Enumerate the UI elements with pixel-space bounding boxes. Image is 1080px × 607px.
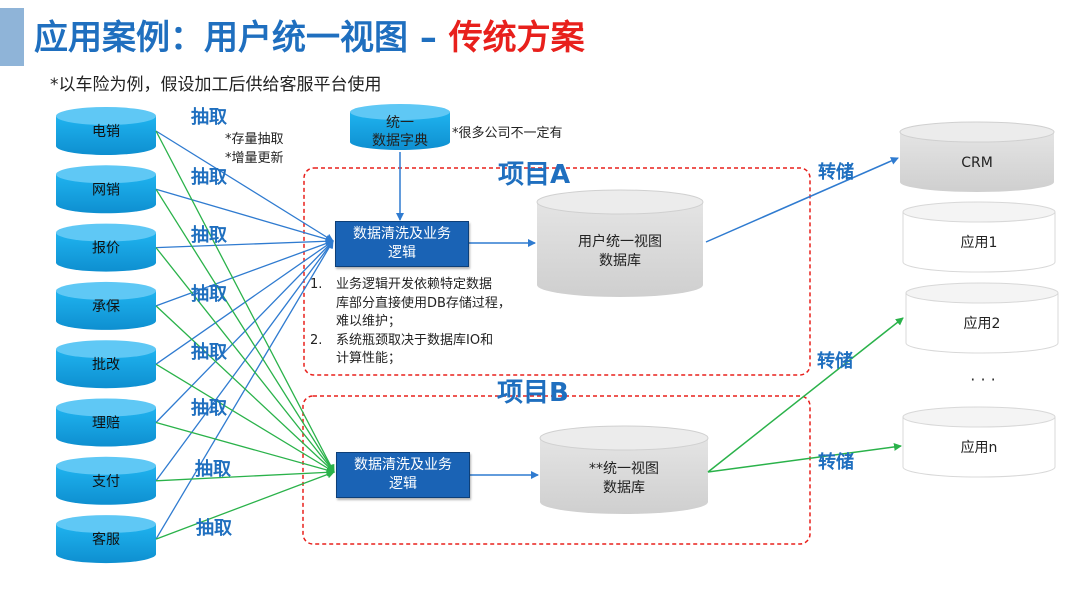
process-box-a: 数据清洗及业务 逻辑: [335, 221, 469, 267]
transfer-arrow-crm: [705, 157, 899, 243]
issue-item-1: 1. 业务逻辑开发依赖特定数据 库部分直接使用DB存储过程， 难以维护；: [310, 276, 511, 332]
issue-text: 业务逻辑开发依赖特定数据 库部分直接使用DB存储过程， 难以维护；: [336, 277, 511, 329]
ellipsis: · · ·: [970, 370, 995, 389]
target-app2-label: 应用2: [964, 315, 1001, 332]
project-b-frame: [302, 395, 811, 545]
extract-edge-a: [155, 240, 334, 482]
process-box-b: 数据清洗及业务 逻辑: [336, 452, 470, 498]
target-app1-cylinder: 应用1: [902, 201, 1056, 273]
extract-edge-b: [155, 470, 335, 540]
dictionary-note: *很多公司不一定有: [452, 126, 563, 141]
source-cylinder: 报价: [56, 223, 156, 272]
issue-item-2: 2. 系统瓶颈取决于数据库IO和 计算性能；: [310, 332, 511, 369]
dictionary-label-line2: 数据字典: [372, 133, 428, 149]
transfer-label-crm: 转储: [818, 162, 854, 183]
extract-edge-a: [155, 240, 334, 423]
target-appn-label: 应用n: [961, 439, 998, 456]
extract-edge-a: [155, 188, 334, 243]
extract-edge-b: [155, 421, 335, 474]
extract-note-increment: *增量更新: [225, 151, 284, 166]
source-label: 支付: [92, 474, 120, 490]
target-app1-label: 应用1: [961, 234, 998, 251]
page-title: 应用案例：用户统一视图 – 传统方案: [34, 10, 585, 59]
target-appn-cylinder: 应用n: [902, 406, 1056, 478]
extract-edge-b: [155, 188, 335, 473]
extract-edge-b: [155, 247, 335, 473]
db-a-label-line2: 数据库: [599, 253, 641, 269]
source-cylinder: 电销: [56, 107, 156, 155]
unified-view-database-b: **统一视图 数据库: [539, 425, 709, 514]
transfer-arrow-app2: [707, 317, 904, 473]
extract-label-6: 抽取: [191, 398, 227, 419]
extract-label-5: 抽取: [191, 342, 227, 363]
source-cylinder: 理赔: [56, 398, 156, 447]
source-cylinder: 网销: [56, 165, 156, 214]
source-label: 批改: [92, 357, 120, 373]
source-label: 网销: [92, 182, 120, 198]
data-dictionary-cylinder: 统一 数据字典: [350, 104, 450, 150]
unified-view-database-a: 用户统一视图 数据库: [536, 189, 704, 297]
extract-label-3: 抽取: [191, 225, 227, 246]
transfer-label-app2: 转储: [817, 351, 853, 372]
subtitle: *以车险为例，假设加工后供给客服平台使用: [50, 75, 382, 95]
target-crm-cylinder: CRM: [899, 121, 1055, 192]
extract-label-8: 抽取: [196, 518, 232, 539]
title-accent: 传统方案: [448, 18, 585, 58]
project-a-issues: 1. 业务逻辑开发依赖特定数据 库部分直接使用DB存储过程， 难以维护； 2. …: [310, 276, 511, 369]
source-cylinder: 支付: [56, 456, 156, 505]
extract-note-stock: *存量抽取: [225, 132, 284, 147]
extract-edge-a: [155, 239, 334, 307]
extract-edge-a: [155, 237, 334, 249]
transfer-arrow-appn: [707, 442, 902, 473]
transfer-label-appn: 转储: [818, 452, 854, 473]
extract-edge-b: [155, 363, 335, 473]
source-label: 客服: [92, 531, 120, 548]
extract-label-4: 抽取: [191, 284, 227, 305]
db-a-label-line1: 用户统一视图: [578, 233, 662, 250]
target-crm-label: CRM: [961, 155, 993, 171]
project-a-label: 项目A: [498, 160, 571, 190]
extract-edge-a: [155, 130, 334, 242]
db-b-label-line1: **统一视图: [589, 461, 659, 477]
source-cylinder: 承保: [56, 281, 156, 330]
extract-edge-b: [155, 305, 335, 473]
title-accent-bar: [0, 8, 24, 66]
extract-edge-b: [155, 468, 335, 482]
source-cylinder: 客服: [56, 515, 156, 564]
project-b-label: 项目B: [497, 378, 569, 408]
extract-label-2: 抽取: [191, 167, 227, 188]
source-label: 报价: [92, 241, 120, 257]
title-main: 应用案例：用户统一视图 –: [34, 18, 449, 58]
project-a-frame: [303, 167, 811, 376]
source-label: 理赔: [92, 416, 120, 432]
issue-number: 2.: [310, 332, 323, 348]
db-b-label-line2: 数据库: [603, 480, 645, 496]
extract-edge-a: [155, 240, 334, 540]
issue-number: 1.: [310, 277, 323, 292]
source-label: 承保: [92, 299, 120, 315]
extract-edge-a: [155, 240, 334, 365]
extract-label-7: 抽取: [195, 459, 231, 480]
extract-edge-b: [155, 130, 335, 473]
dictionary-label-line1: 统一: [386, 115, 414, 131]
issue-text: 系统瓶颈取决于数据库IO和 计算性能；: [336, 332, 494, 367]
target-app2-cylinder: 应用2: [905, 282, 1059, 354]
source-label: 电销: [92, 124, 120, 140]
source-cylinder: 批改: [56, 340, 156, 389]
extract-label-1: 抽取: [191, 107, 227, 128]
